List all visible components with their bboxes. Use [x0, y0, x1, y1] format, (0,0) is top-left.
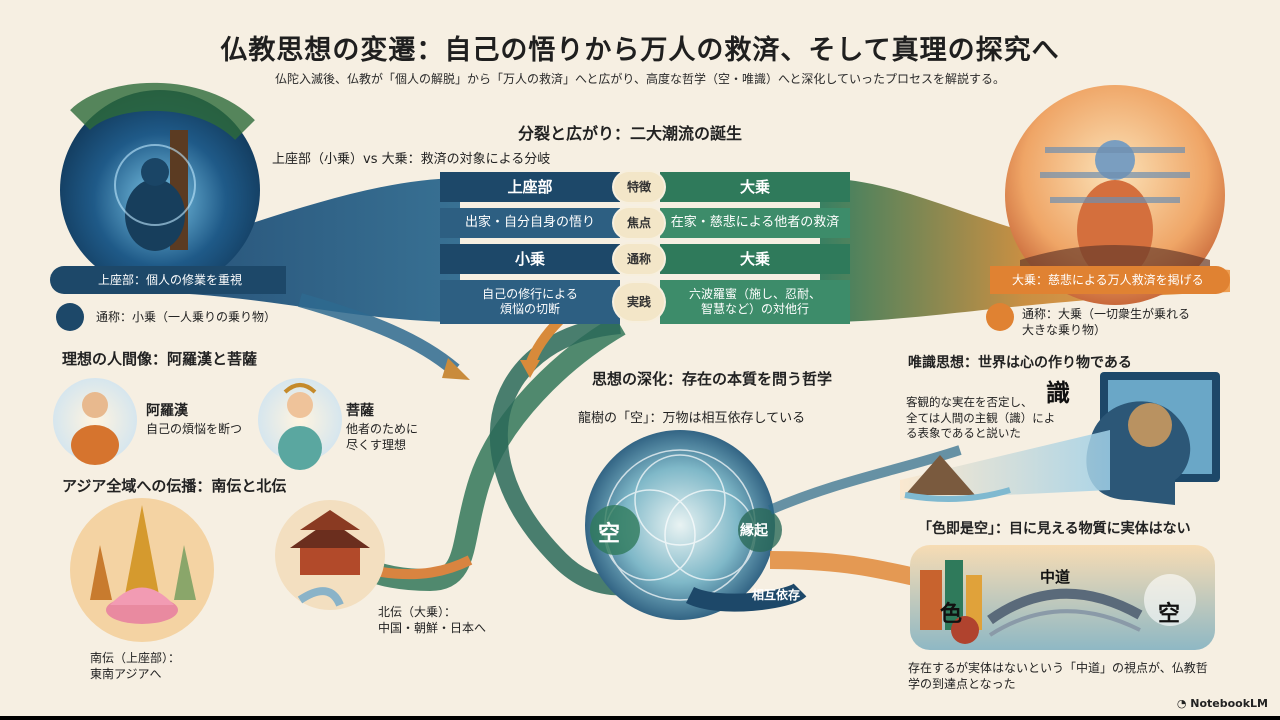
- row1-label: 特徴: [614, 172, 664, 202]
- bodhisattva-portrait: [258, 378, 342, 462]
- row2-left: 出家・自分自身の悟り: [440, 208, 620, 238]
- row3-label: 通称: [614, 244, 664, 274]
- north-flow: [369, 555, 473, 580]
- engi-label: 縁起: [740, 523, 768, 539]
- small-vehicle-icon: [56, 303, 84, 331]
- large-vehicle-icon: [986, 303, 1014, 331]
- row1-left: 上座部: [440, 172, 620, 202]
- blue-arrow-head: [442, 358, 470, 380]
- shiki-label: 色: [940, 602, 963, 627]
- row4-label: 実践: [614, 283, 664, 321]
- orange-arrow-head: [520, 360, 540, 378]
- ideal-heading: 理想の人間像：阿羅漢と菩薩: [62, 350, 258, 368]
- theravada-nickname: 通称：小乗（一人乗りの乗り物）: [96, 310, 277, 324]
- row3-right: 大乗: [660, 244, 850, 274]
- south-spread-label: 南伝（上座部）： 東南アジアへ: [90, 651, 181, 682]
- conclusion-text: 存在するが実体はないという「中道」の視点が、仏教哲 学の到達点となった: [908, 661, 1208, 692]
- subtitle: 仏陀入滅後、仏教が「個人の解脱」から「万人の救済」へと広がり、高度な哲学（空・唯…: [275, 72, 1005, 86]
- blue-arrow-ribbon: [298, 293, 460, 376]
- ku-right-label: 空: [1158, 602, 1181, 627]
- emptiness-image: [585, 430, 775, 620]
- notebooklm-logo: ◔ NotebookLM: [1176, 697, 1268, 710]
- row2-right: 在家・慈悲による他者の救済: [660, 208, 850, 238]
- arhat-desc: 自己の煩悩を断つ: [146, 422, 243, 436]
- philosophy-heading: 思想の深化：存在の本質を問う哲学: [592, 370, 833, 388]
- arhat-name: 阿羅漢: [146, 403, 188, 419]
- north-spread-label: 北伝（大乗）： 中国・朝鮮・日本へ: [378, 605, 487, 636]
- row1-right: 大乗: [660, 172, 850, 202]
- bodhisattva-desc: 他者のために 尽くす理想: [346, 422, 419, 453]
- spread-heading: アジア全域への伝播：南伝と北伝: [62, 477, 287, 495]
- yuishiki-heading: 唯識思想：世界は心の作り物である: [908, 355, 1132, 371]
- s-curve-flow: [365, 315, 626, 592]
- bodhisattva-name: 菩薩: [346, 403, 374, 419]
- main-title: 仏教思想の変遷：自己の悟りから万人の救済、そして真理の探究へ: [220, 35, 1060, 66]
- wisdom-flow: [768, 445, 962, 515]
- shiki-kanji: 識: [1046, 379, 1070, 407]
- nagarjuna-label: 龍樹の「空」：万物は相互依存している: [578, 411, 806, 426]
- shikisoku-heading: 「色即是空」：目に見える物質に実体はない: [918, 521, 1191, 537]
- row2-label: 焦点: [614, 208, 664, 238]
- split-heading: 分裂と広がり：二大潮流の誕生: [518, 124, 743, 143]
- ku-label: 空: [598, 522, 621, 547]
- logo-icon: ◔: [1176, 697, 1191, 710]
- split-subheading: 上座部（小乗）vs 大乗：救済の対象による分岐: [272, 152, 551, 167]
- row3-left: 小乗: [440, 244, 620, 274]
- row4-left: 自己の修行による 煩悩の切断: [440, 280, 620, 324]
- yuishiki-desc: 客観的な実在を否定し、 全ては人間の主観（識）によ る表象であると説いた: [906, 395, 1056, 441]
- chudo-label: 中道: [1040, 568, 1071, 586]
- mahayana-banner: 大乗：慈悲による万人救済を掲げる: [990, 266, 1230, 294]
- row4-right: 六波羅蜜（施し、忍耐、 智慧など）の対他行: [660, 280, 850, 324]
- sougo-label: 相互依存: [752, 588, 801, 602]
- mahayana-nickname: 通称：大乗（一切衆生が乗れる 大きな乗り物）: [1022, 307, 1191, 338]
- bridge: [987, 588, 1143, 625]
- theravada-banner: 上座部：個人の修業を重視: [50, 266, 286, 294]
